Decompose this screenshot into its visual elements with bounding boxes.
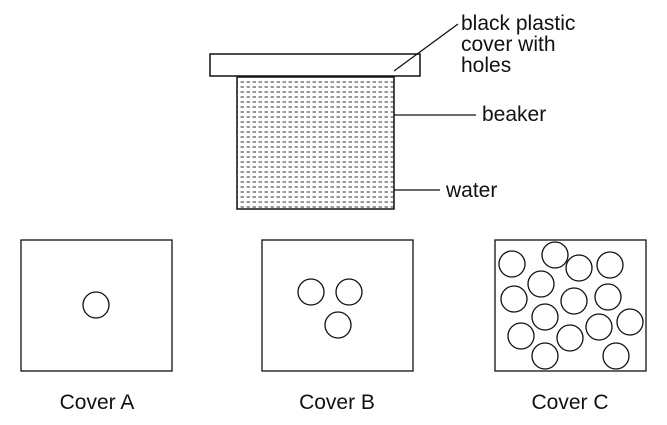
cover-b-square (261, 239, 414, 372)
cover-c-hole (596, 251, 624, 279)
cover-b: Cover B (261, 239, 414, 414)
cover-c-caption: Cover C (531, 391, 608, 414)
cover-a-hole (82, 291, 110, 319)
cover-c-hole (565, 254, 593, 282)
cover-b-caption: Cover B (299, 391, 375, 414)
cover-c-hole (531, 342, 559, 370)
beaker (236, 76, 395, 210)
cover-c-hole (498, 250, 526, 278)
cover-c-hole (587, 347, 593, 353)
cover-a-caption: Cover A (60, 391, 135, 414)
cover-b-hole (324, 311, 352, 339)
cover-leader-line (393, 23, 459, 72)
cover-c-hole (602, 342, 630, 370)
beaker-apparatus (209, 53, 421, 210)
cover-c-hole (531, 303, 559, 331)
cover-label-line-2: cover with (461, 33, 556, 56)
water-fill (237, 77, 394, 209)
cover-b-hole (297, 278, 325, 306)
cover-c-hole (507, 322, 535, 350)
plastic-cover (209, 53, 421, 77)
cover-c-hole (500, 285, 528, 313)
cover-b-hole (335, 278, 363, 306)
cover-label-line-3: holes (461, 54, 511, 77)
cover-c-hole (527, 270, 555, 298)
cover-label-line-1: black plastic (461, 12, 575, 35)
cover-c-hole (560, 287, 588, 315)
cover-c-square (494, 239, 647, 372)
cover-c-hole (556, 324, 584, 352)
cover-a-square (20, 239, 173, 372)
cover-c-hole (616, 308, 644, 336)
cover-a: Cover A (20, 239, 173, 414)
cover-c-hole (585, 313, 613, 341)
water-label: water (445, 179, 497, 202)
cover-c-hole (594, 283, 622, 311)
cover-c: Cover C (494, 239, 647, 414)
cover-c-hole (541, 241, 569, 269)
beaker-label: beaker (482, 103, 546, 126)
